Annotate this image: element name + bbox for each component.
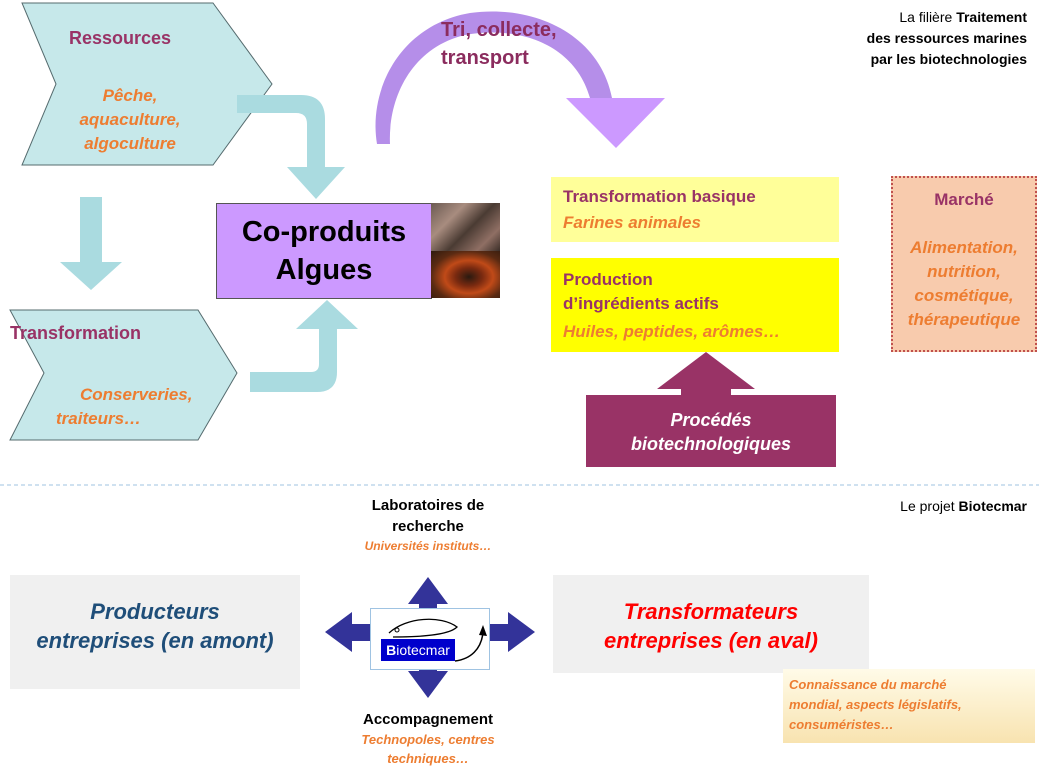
- ressources-line1: Pêche,: [102, 86, 158, 105]
- accompagnement-line2: techniques…: [387, 751, 469, 766]
- filiere-caption: La filière Traitement des ressources mar…: [867, 7, 1027, 70]
- transformation-title: Transformation: [10, 323, 142, 343]
- marche-line3: cosmétique,: [914, 286, 1014, 305]
- filiere-bold-2: des ressources marines: [866, 30, 1027, 46]
- producteurs-text: Producteurs entreprises (en amont): [10, 597, 300, 655]
- production-line2: d’ingrédients actifs: [563, 294, 719, 313]
- logo-rest: iotecmar: [396, 642, 450, 658]
- arrow-up-to-laboratoires: [408, 577, 448, 612]
- algae-photo-image: [431, 251, 500, 298]
- production-box: Production d’ingrédients actifs Huiles, …: [551, 258, 839, 352]
- projet-bold: Biotecmar: [958, 498, 1027, 514]
- producteurs-line2: entreprises (en amont): [36, 628, 274, 653]
- ressources-line2: aquaculture,: [79, 110, 181, 129]
- procedes-box: Procédés biotechnologiques: [586, 395, 836, 467]
- transformateurs-line1: Transformateurs: [623, 599, 799, 624]
- transformation-examples: Conserveries, traiteurs…: [56, 383, 231, 431]
- producteurs-box: Producteurs entreprises (en amont): [10, 575, 300, 689]
- production-subtitle: Huiles, peptides, arômes…: [563, 322, 781, 341]
- marche-title: Marché: [934, 190, 994, 209]
- logo-first-letter: B: [386, 642, 397, 658]
- marche-line4: thérapeutique: [907, 310, 1021, 329]
- filiere-prefix: La filière: [899, 9, 957, 25]
- laboratoires-line2: recherche: [392, 518, 464, 535]
- fish-swirl-icon: [388, 618, 487, 662]
- up-arrow-procedes-to-production: [657, 352, 755, 395]
- arrow-left-to-producteurs: [325, 612, 370, 652]
- transformation-line1: Conserveries,: [80, 385, 193, 404]
- coproduits-line1: Co-produits: [241, 216, 407, 248]
- transformateurs-text: Transformateurs entreprises (en aval): [553, 597, 869, 655]
- producteurs-line1: Producteurs: [90, 599, 220, 624]
- laboratoires-subtitle: Universités instituts…: [364, 539, 492, 553]
- transformateurs-line2: entreprises (en aval): [604, 628, 818, 653]
- marche-box: Marché Alimentation, nutrition, cosmétiq…: [891, 176, 1037, 352]
- transformateurs-box: Transformateurs entreprises (en aval): [553, 575, 869, 673]
- projet-prefix: Le projet: [900, 498, 959, 514]
- laboratoires-line1: Laboratoires de: [371, 497, 485, 514]
- transformation-basique-title: Transformation basique: [563, 187, 756, 206]
- tri-collecte-label: Tri, collecte, transport: [441, 16, 557, 72]
- fish-photo-image: [431, 203, 500, 251]
- ressources-chevron: [21, 2, 273, 166]
- ressources-title: Ressources: [68, 28, 172, 48]
- connaissance-box: Connaissance du marché mondial, aspects …: [783, 669, 1035, 743]
- connaissance-text: Connaissance du marché mondial, aspects …: [789, 675, 962, 735]
- connaissance-line3: consuméristes…: [789, 717, 894, 732]
- connaissance-line2: mondial, aspects législatifs,: [789, 697, 962, 712]
- coproduits-text: Co-produits Algues: [217, 213, 431, 289]
- biotecmar-logo: Biotecmar: [370, 608, 490, 670]
- production-title: Production d’ingrédients actifs: [563, 268, 719, 316]
- tri-line1: Tri, collecte,: [441, 19, 557, 41]
- bent-arrow-ressources-to-coproduits: [237, 95, 345, 199]
- procedes-line2: biotechnologiques: [631, 434, 791, 454]
- ressources-line3: algoculture: [84, 134, 176, 153]
- filiere-bold-3: par les biotechnologies: [870, 51, 1027, 67]
- curved-arrow-head: [566, 98, 665, 148]
- marche-examples: Alimentation, nutrition, cosmétique, thé…: [891, 236, 1037, 332]
- curved-arrow-tri-collecte: [375, 11, 612, 144]
- cross-arrows: [325, 577, 535, 698]
- transformation-basique-box: Transformation basique Farines animales: [551, 177, 839, 242]
- arrow-down-to-accompagnement: [408, 662, 448, 698]
- bent-arrow-transformation-to-coproduits: [250, 300, 358, 392]
- coproduits-line2: Algues: [275, 254, 373, 286]
- filiere-bold-1: Traitement: [956, 9, 1027, 25]
- transformation-line2: traiteurs…: [56, 409, 142, 428]
- biotecmar-wordmark: Biotecmar: [381, 639, 455, 661]
- ressources-examples: Pêche, aquaculture, algoculture: [60, 84, 200, 156]
- tri-line2: transport: [441, 47, 529, 69]
- marche-line2: nutrition,: [927, 262, 1001, 281]
- procedes-line1: Procédés: [670, 410, 752, 430]
- connaissance-line1: Connaissance du marché: [789, 677, 947, 692]
- transformation-chevron: [9, 309, 238, 441]
- arrow-right-to-transformateurs: [489, 612, 535, 652]
- marche-line1: Alimentation,: [910, 238, 1018, 257]
- procedes-text: Procédés biotechnologiques: [586, 408, 836, 456]
- down-arrow-ressources-to-transformation: [60, 197, 122, 290]
- coproduits-box: Co-produits Algues: [216, 203, 432, 299]
- accompagnement-block: Accompagnement Technopoles, centres tech…: [318, 709, 538, 768]
- accompagnement-line1: Technopoles, centres: [361, 732, 495, 747]
- production-line1: Production: [563, 270, 653, 289]
- laboratoires-block: Laboratoires de recherche Universités in…: [318, 495, 538, 555]
- transformation-basique-subtitle: Farines animales: [563, 213, 701, 232]
- projet-caption: Le projet Biotecmar: [900, 496, 1027, 517]
- accompagnement-title: Accompagnement: [362, 711, 494, 728]
